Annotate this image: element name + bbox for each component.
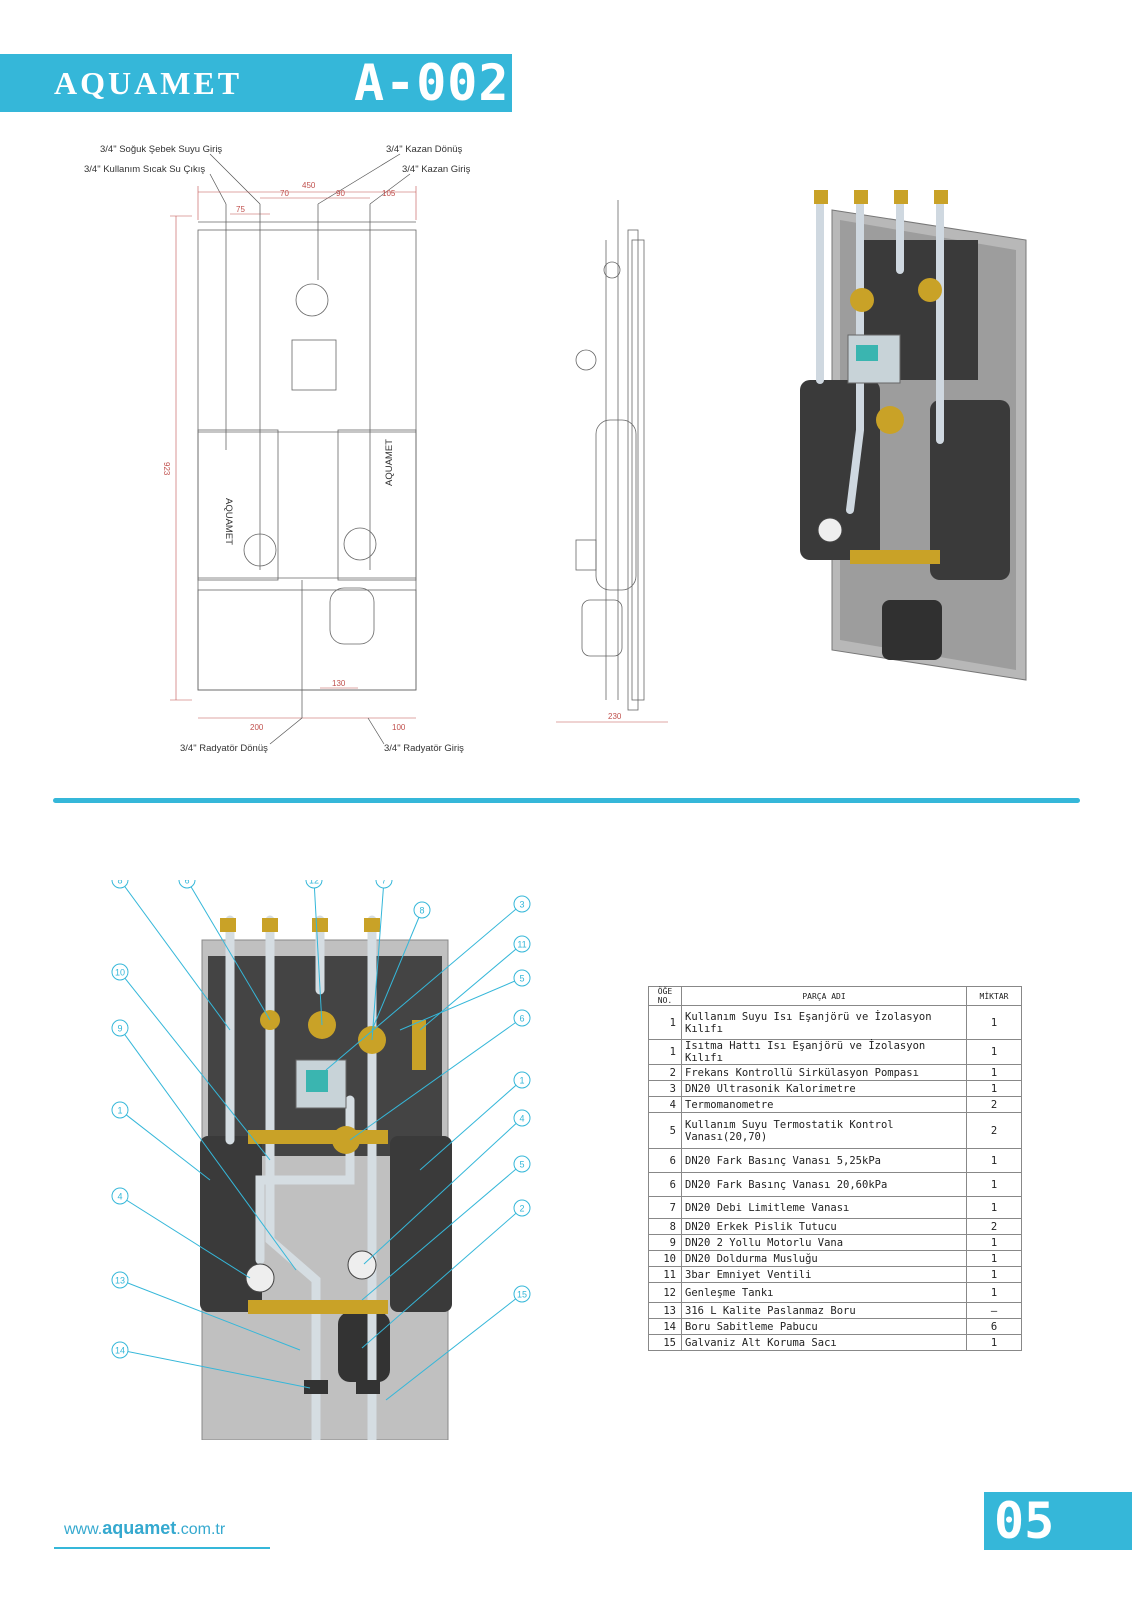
dim-height: 923 xyxy=(162,462,171,476)
dim-depth: 230 xyxy=(608,712,622,721)
callout-14: 14 xyxy=(115,1346,125,1356)
callout-8b: 8 xyxy=(419,906,424,916)
model-title: A-002 xyxy=(354,54,510,112)
callout-12: 12 xyxy=(309,880,319,886)
dim-90: 90 xyxy=(336,189,345,198)
header-item-no: ÖĞE NO. xyxy=(648,986,682,1006)
header-part-name: PARÇA ADI xyxy=(681,986,967,1006)
front-technical-drawing: 3/4" Soğuk Şebek Suyu Giriş 3/4" Kullanı… xyxy=(84,144,471,754)
footer-underline xyxy=(54,1547,270,1549)
callouts-left: 8 6 12 7 8 10 9 1 4 13 14 xyxy=(111,880,431,1359)
label-cold-inlet: 3/4" Soğuk Şebek Suyu Giriş xyxy=(100,144,222,155)
callout-4a: 4 xyxy=(117,1192,122,1202)
callout-6a: 6 xyxy=(184,880,189,886)
dim-200: 200 xyxy=(250,723,264,732)
callout-15: 15 xyxy=(517,1290,527,1300)
callout-2: 2 xyxy=(519,1204,524,1214)
header-bar xyxy=(0,54,512,112)
callout-9: 9 xyxy=(117,1024,122,1034)
table-header-row: ÖĞE NO. PARÇA ADI MİKTAR xyxy=(648,986,1022,1006)
url-suffix: .com.tr xyxy=(176,1521,226,1538)
url-prefix: www. xyxy=(64,1521,103,1538)
callout-3: 3 xyxy=(519,900,524,910)
header-quantity: MİKTAR xyxy=(966,986,1022,1006)
label-radiator-return: 3/4" Radyatör Dönüş xyxy=(180,743,268,754)
dim-70: 70 xyxy=(280,189,289,198)
dim-100: 100 xyxy=(392,723,406,732)
page-number: 05 xyxy=(994,1492,1055,1550)
label-boiler-return: 3/4" Kazan Dönüş xyxy=(386,144,463,155)
callout-7: 7 xyxy=(381,880,386,886)
label-hot-outlet: 3/4" Kullanım Sıcak Su Çıkış xyxy=(84,164,205,175)
callout-1a: 1 xyxy=(117,1106,122,1116)
callout-5a: 5 xyxy=(519,974,524,984)
callout-11: 11 xyxy=(517,940,526,950)
isometric-render xyxy=(800,190,1027,681)
dim-width: 450 xyxy=(302,181,316,190)
callout-8a: 8 xyxy=(117,880,122,886)
side-technical-drawing: 230 xyxy=(556,200,668,723)
section-divider xyxy=(53,798,1080,803)
callout-6b: 6 xyxy=(519,1014,524,1024)
callout-1b: 1 xyxy=(519,1076,524,1086)
label-boiler-inlet: 3/4" Kazan Giriş xyxy=(402,164,471,175)
panel-text-left: AQUAMET xyxy=(223,498,234,545)
callout-10: 10 xyxy=(115,968,125,978)
page-number-box xyxy=(984,1492,1132,1550)
callouts-right: 3 11 5 6 1 4 5 2 15 xyxy=(513,895,531,1303)
dim-105: 105 xyxy=(382,189,396,198)
callout-4b: 4 xyxy=(519,1114,524,1124)
callout-5b: 5 xyxy=(519,1160,524,1170)
brand-logo: AQUAMET xyxy=(54,65,243,101)
panel-text-right: AQUAMET xyxy=(384,439,395,486)
dim-75: 75 xyxy=(236,205,245,214)
parts-callout-diagram: 8 6 12 7 8 10 9 1 4 13 14 3 11 5 6 1 4 5… xyxy=(111,880,531,1440)
label-radiator-inlet: 3/4" Radyatör Giriş xyxy=(384,743,464,754)
dim-130: 130 xyxy=(332,679,346,688)
url-brand: aquamet xyxy=(102,1518,177,1538)
callout-13: 13 xyxy=(115,1276,125,1286)
footer-url[interactable]: www.aquamet.com.tr xyxy=(64,1518,225,1539)
